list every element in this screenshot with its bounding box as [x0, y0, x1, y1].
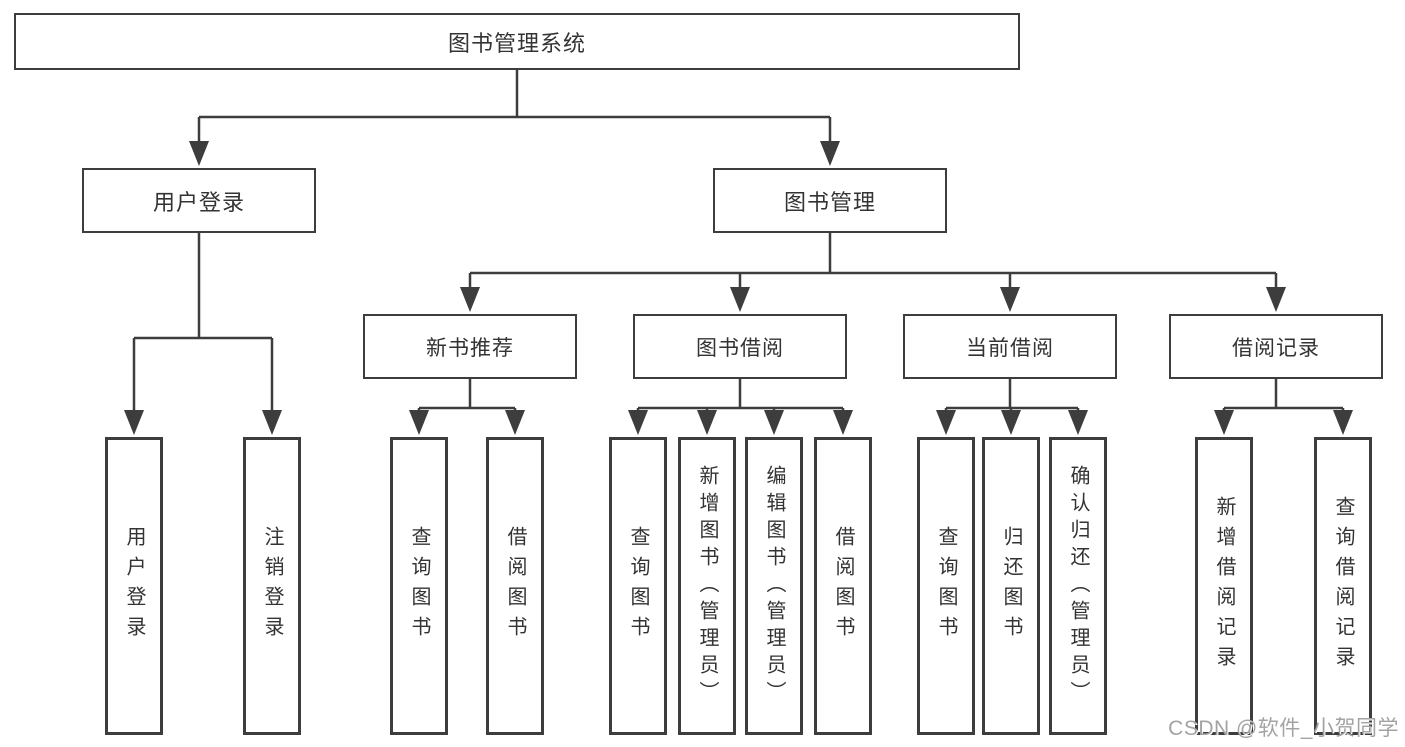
node-leaf-return-book: 归还图书 [982, 437, 1040, 735]
node-book-management-branch: 图书管理 [713, 168, 947, 233]
csdn-watermark: CSDN @软件_小贺同学 [1168, 717, 1399, 740]
node-leaf-query-book-borrow: 查询图书 [609, 437, 667, 735]
node-new-book-recommend: 新书推荐 [363, 314, 577, 379]
node-leaf-query-book-current: 查询图书 [917, 437, 975, 735]
node-leaf-user-login: 用户登录 [105, 437, 163, 735]
node-user-login-branch: 用户登录 [82, 168, 316, 233]
node-leaf-borrow-book: 借阅图书 [814, 437, 872, 735]
node-leaf-confirm-return-admin: 确认归还（管理员） [1049, 437, 1107, 735]
node-leaf-borrow-book-recommend: 借阅图书 [486, 437, 544, 735]
node-book-borrow: 图书借阅 [633, 314, 847, 379]
node-leaf-add-borrow-record: 新增借阅记录 [1195, 437, 1253, 735]
node-leaf-add-book-admin: 新增图书（管理员） [678, 437, 736, 735]
node-borrow-record: 借阅记录 [1169, 314, 1383, 379]
node-current-borrow: 当前借阅 [903, 314, 1117, 379]
node-leaf-query-borrow-record: 查询借阅记录 [1314, 437, 1372, 735]
node-leaf-edit-book-admin: 编辑图书（管理员） [745, 437, 803, 735]
node-leaf-query-book-recommend: 查询图书 [390, 437, 448, 735]
arrowhead-icons [124, 141, 1353, 435]
node-leaf-logout: 注销登录 [243, 437, 301, 735]
node-library-management-system: 图书管理系统 [14, 13, 1020, 70]
